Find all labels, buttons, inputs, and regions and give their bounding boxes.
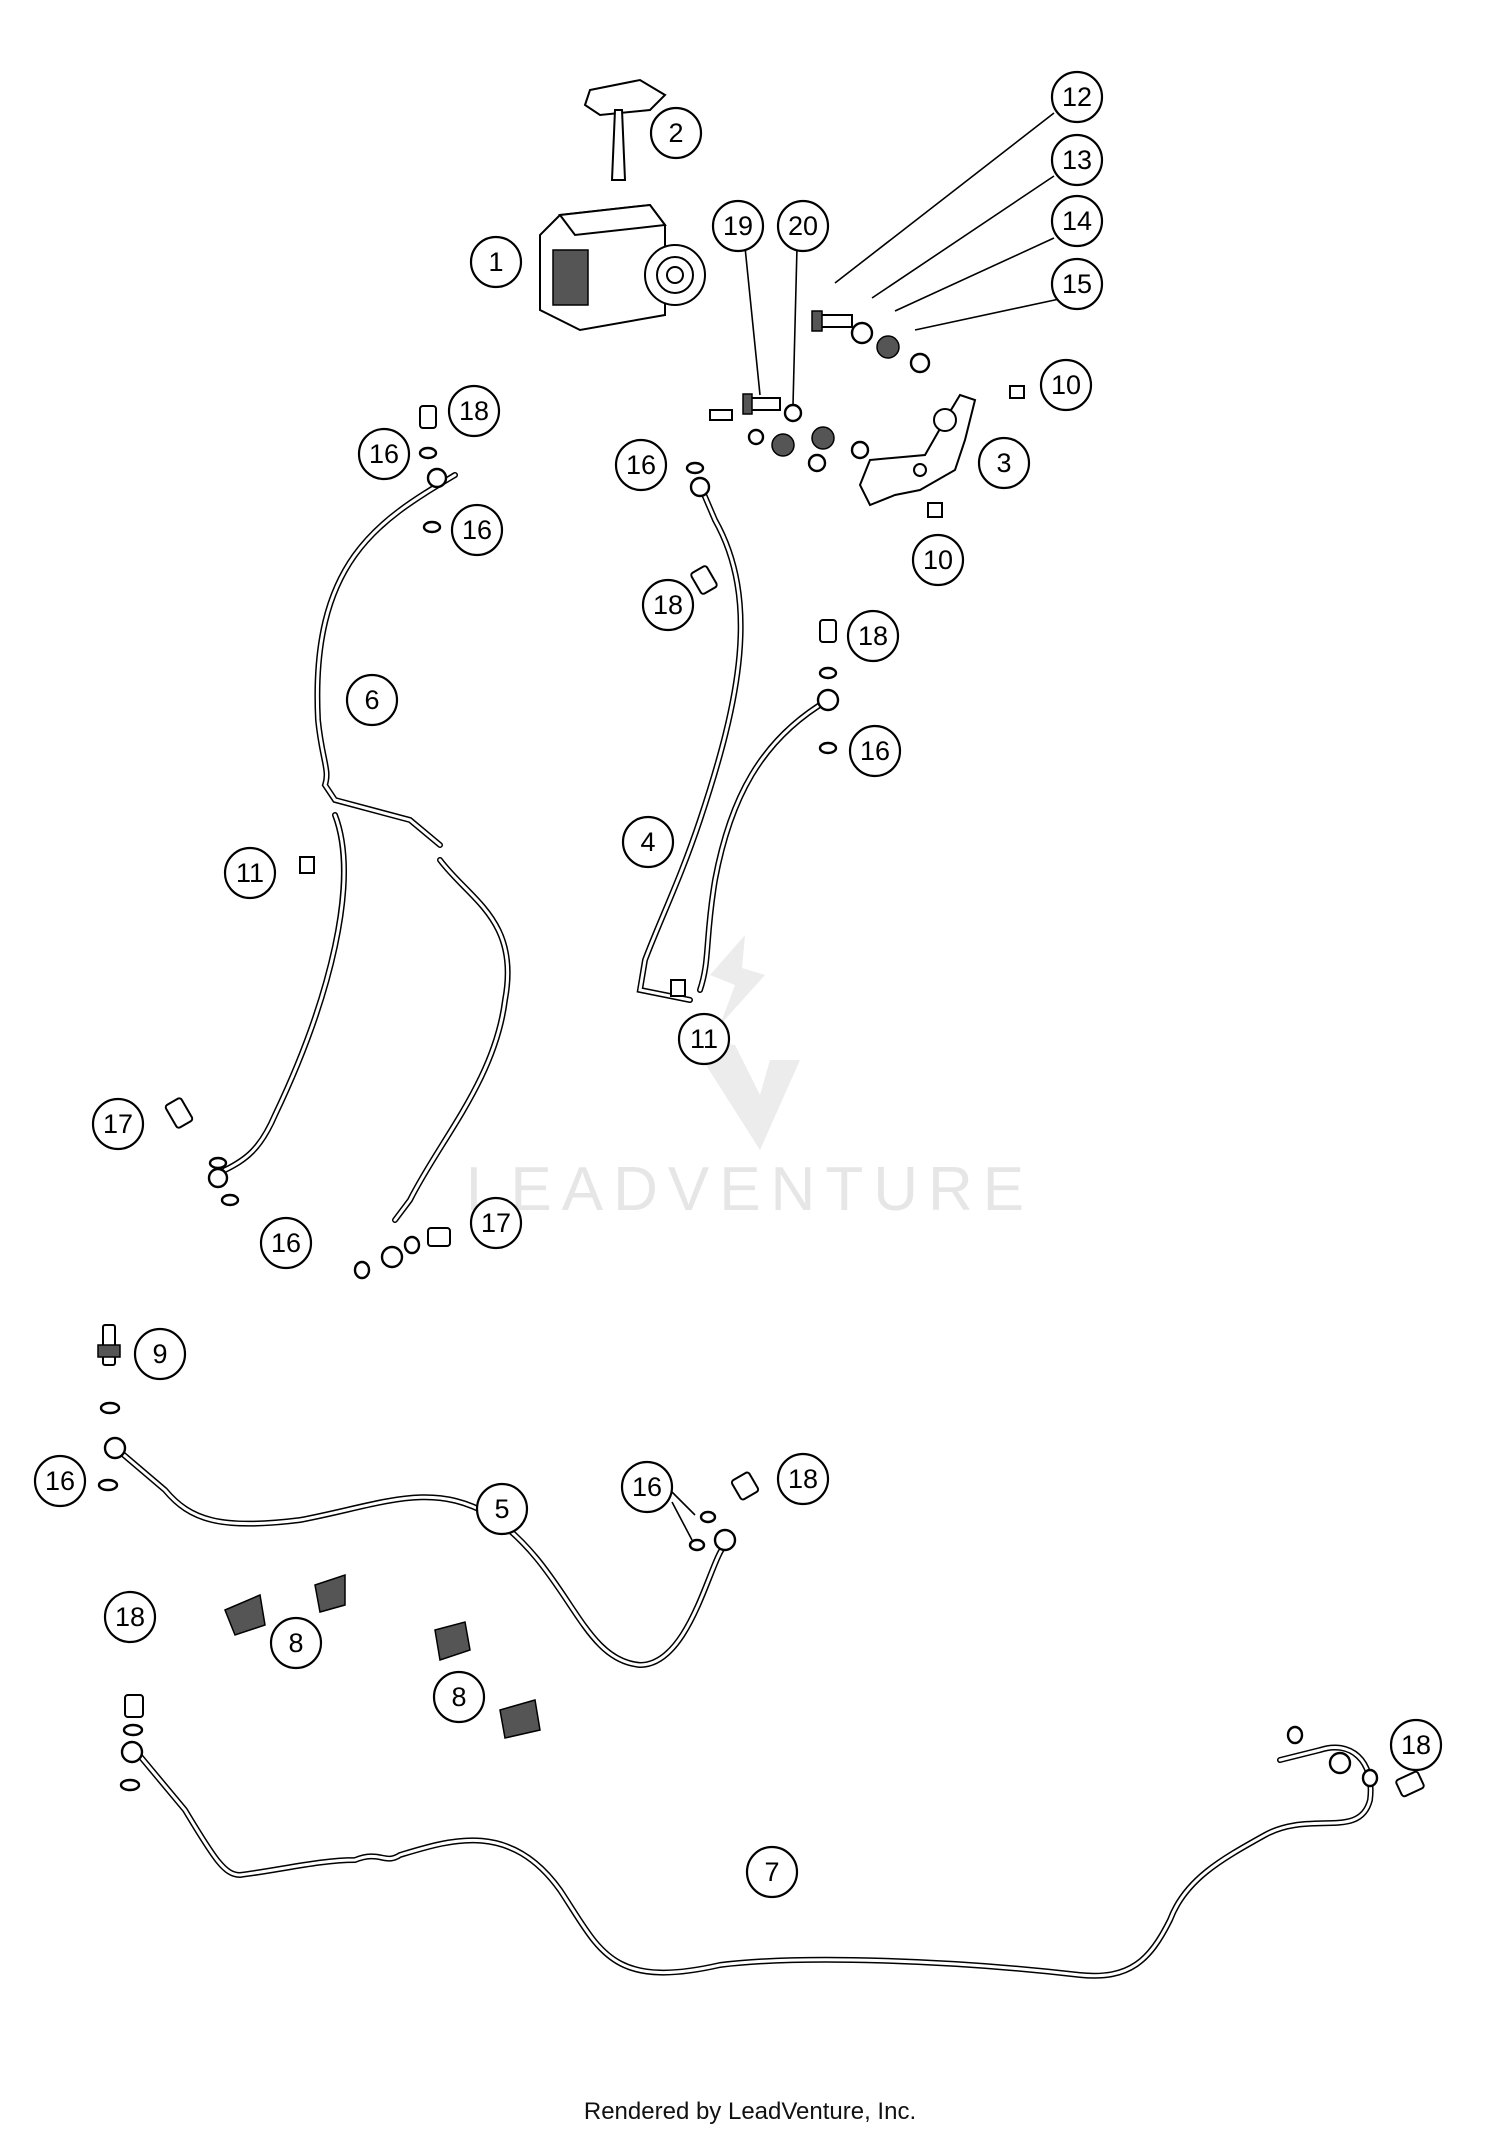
- callout-label: 20: [788, 211, 818, 241]
- callout-8a: 8: [269, 1616, 323, 1670]
- callout-label: 14: [1062, 206, 1092, 236]
- callout-label: 16: [632, 1472, 662, 1502]
- brake-line-4: [636, 482, 744, 1003]
- callout-7: 7: [745, 1845, 799, 1899]
- callout-16d: 16: [848, 724, 902, 778]
- callout-1: 1: [469, 235, 523, 289]
- callout-label: 18: [115, 1602, 145, 1632]
- fittings: [97, 405, 1425, 1798]
- fasteners: [299, 310, 1025, 997]
- callout-16e: 16: [259, 1216, 313, 1270]
- callout-16c: 16: [614, 438, 668, 492]
- callout-label: 4: [640, 827, 655, 857]
- callout-18c: 18: [846, 609, 900, 663]
- callout-label: 5: [494, 1494, 509, 1524]
- callout-label: 15: [1062, 269, 1092, 299]
- callout-17b: 17: [469, 1196, 523, 1250]
- callout-18f: 18: [1389, 1718, 1443, 1772]
- mounting-bracket: [858, 393, 977, 507]
- callout-13: 13: [1050, 133, 1104, 187]
- callout-10b: 10: [911, 533, 965, 587]
- callout-label: 3: [996, 448, 1011, 478]
- callout-17a: 17: [91, 1097, 145, 1151]
- leader-lines: [671, 112, 1065, 1541]
- callout-9: 9: [133, 1327, 187, 1381]
- callout-2: 2: [649, 106, 703, 160]
- abs-bracket-top: [583, 78, 667, 181]
- callout-16a: 16: [357, 427, 411, 481]
- callout-11a: 11: [223, 846, 277, 900]
- callout-label: 17: [103, 1109, 133, 1139]
- callout-label: 2: [668, 118, 683, 148]
- callout-10a: 10: [1039, 358, 1093, 412]
- callout-label: 16: [860, 736, 890, 766]
- callout-label: 11: [690, 1024, 718, 1054]
- callout-3: 3: [977, 436, 1031, 490]
- callout-12: 12: [1050, 70, 1104, 124]
- callout-20: 20: [776, 199, 830, 253]
- callout-18a: 18: [447, 384, 501, 438]
- callout-label: 16: [271, 1228, 301, 1258]
- callout-label: 18: [858, 621, 888, 651]
- callout-11b: 11: [677, 1012, 731, 1066]
- callout-label: 19: [723, 211, 753, 241]
- hose-clips: [224, 1573, 541, 1739]
- callout-label: 10: [1051, 370, 1081, 400]
- callout-label: 18: [1401, 1730, 1431, 1760]
- callout-18e: 18: [103, 1590, 157, 1644]
- callout-5: 5: [475, 1482, 529, 1536]
- brake-lines: [115, 472, 1374, 1979]
- callout-label: 8: [451, 1682, 466, 1712]
- callout-label: 6: [364, 685, 379, 715]
- callout-label: 16: [369, 439, 399, 469]
- callout-label: 12: [1062, 82, 1092, 112]
- callout-label: 1: [488, 247, 503, 277]
- callout-label: 9: [152, 1339, 167, 1369]
- callout-label: 16: [462, 515, 492, 545]
- callout-label: 18: [459, 396, 489, 426]
- callout-label: 13: [1062, 145, 1092, 175]
- callout-15: 15: [1050, 257, 1104, 311]
- callout-18d: 18: [776, 1452, 830, 1506]
- watermark: LEADVENTURE: [466, 935, 1034, 1224]
- callout-label: 10: [923, 545, 953, 575]
- callout-16b: 16: [450, 503, 504, 557]
- callout-label: 11: [236, 858, 264, 888]
- callout-label: 8: [288, 1628, 303, 1658]
- callout-14: 14: [1050, 194, 1104, 248]
- callout-label: 16: [626, 450, 656, 480]
- callout-16g: 16: [620, 1460, 674, 1514]
- callout-18b: 18: [641, 578, 695, 632]
- callout-label: 7: [764, 1857, 779, 1887]
- callout-19: 19: [711, 199, 765, 253]
- callout-6: 6: [345, 673, 399, 727]
- callout-4: 4: [621, 815, 675, 869]
- callout-8b: 8: [432, 1670, 486, 1724]
- callout-label: 17: [481, 1208, 511, 1238]
- callout-label: 18: [653, 590, 683, 620]
- footer-credit: Rendered by LeadVenture, Inc.: [583, 2098, 917, 2125]
- callout-16f: 16: [33, 1454, 87, 1508]
- watermark-text: LEADVENTURE: [466, 1155, 1034, 1224]
- callout-label: 16: [45, 1466, 75, 1496]
- callout-label: 18: [788, 1464, 818, 1494]
- abs-unit: [539, 203, 706, 332]
